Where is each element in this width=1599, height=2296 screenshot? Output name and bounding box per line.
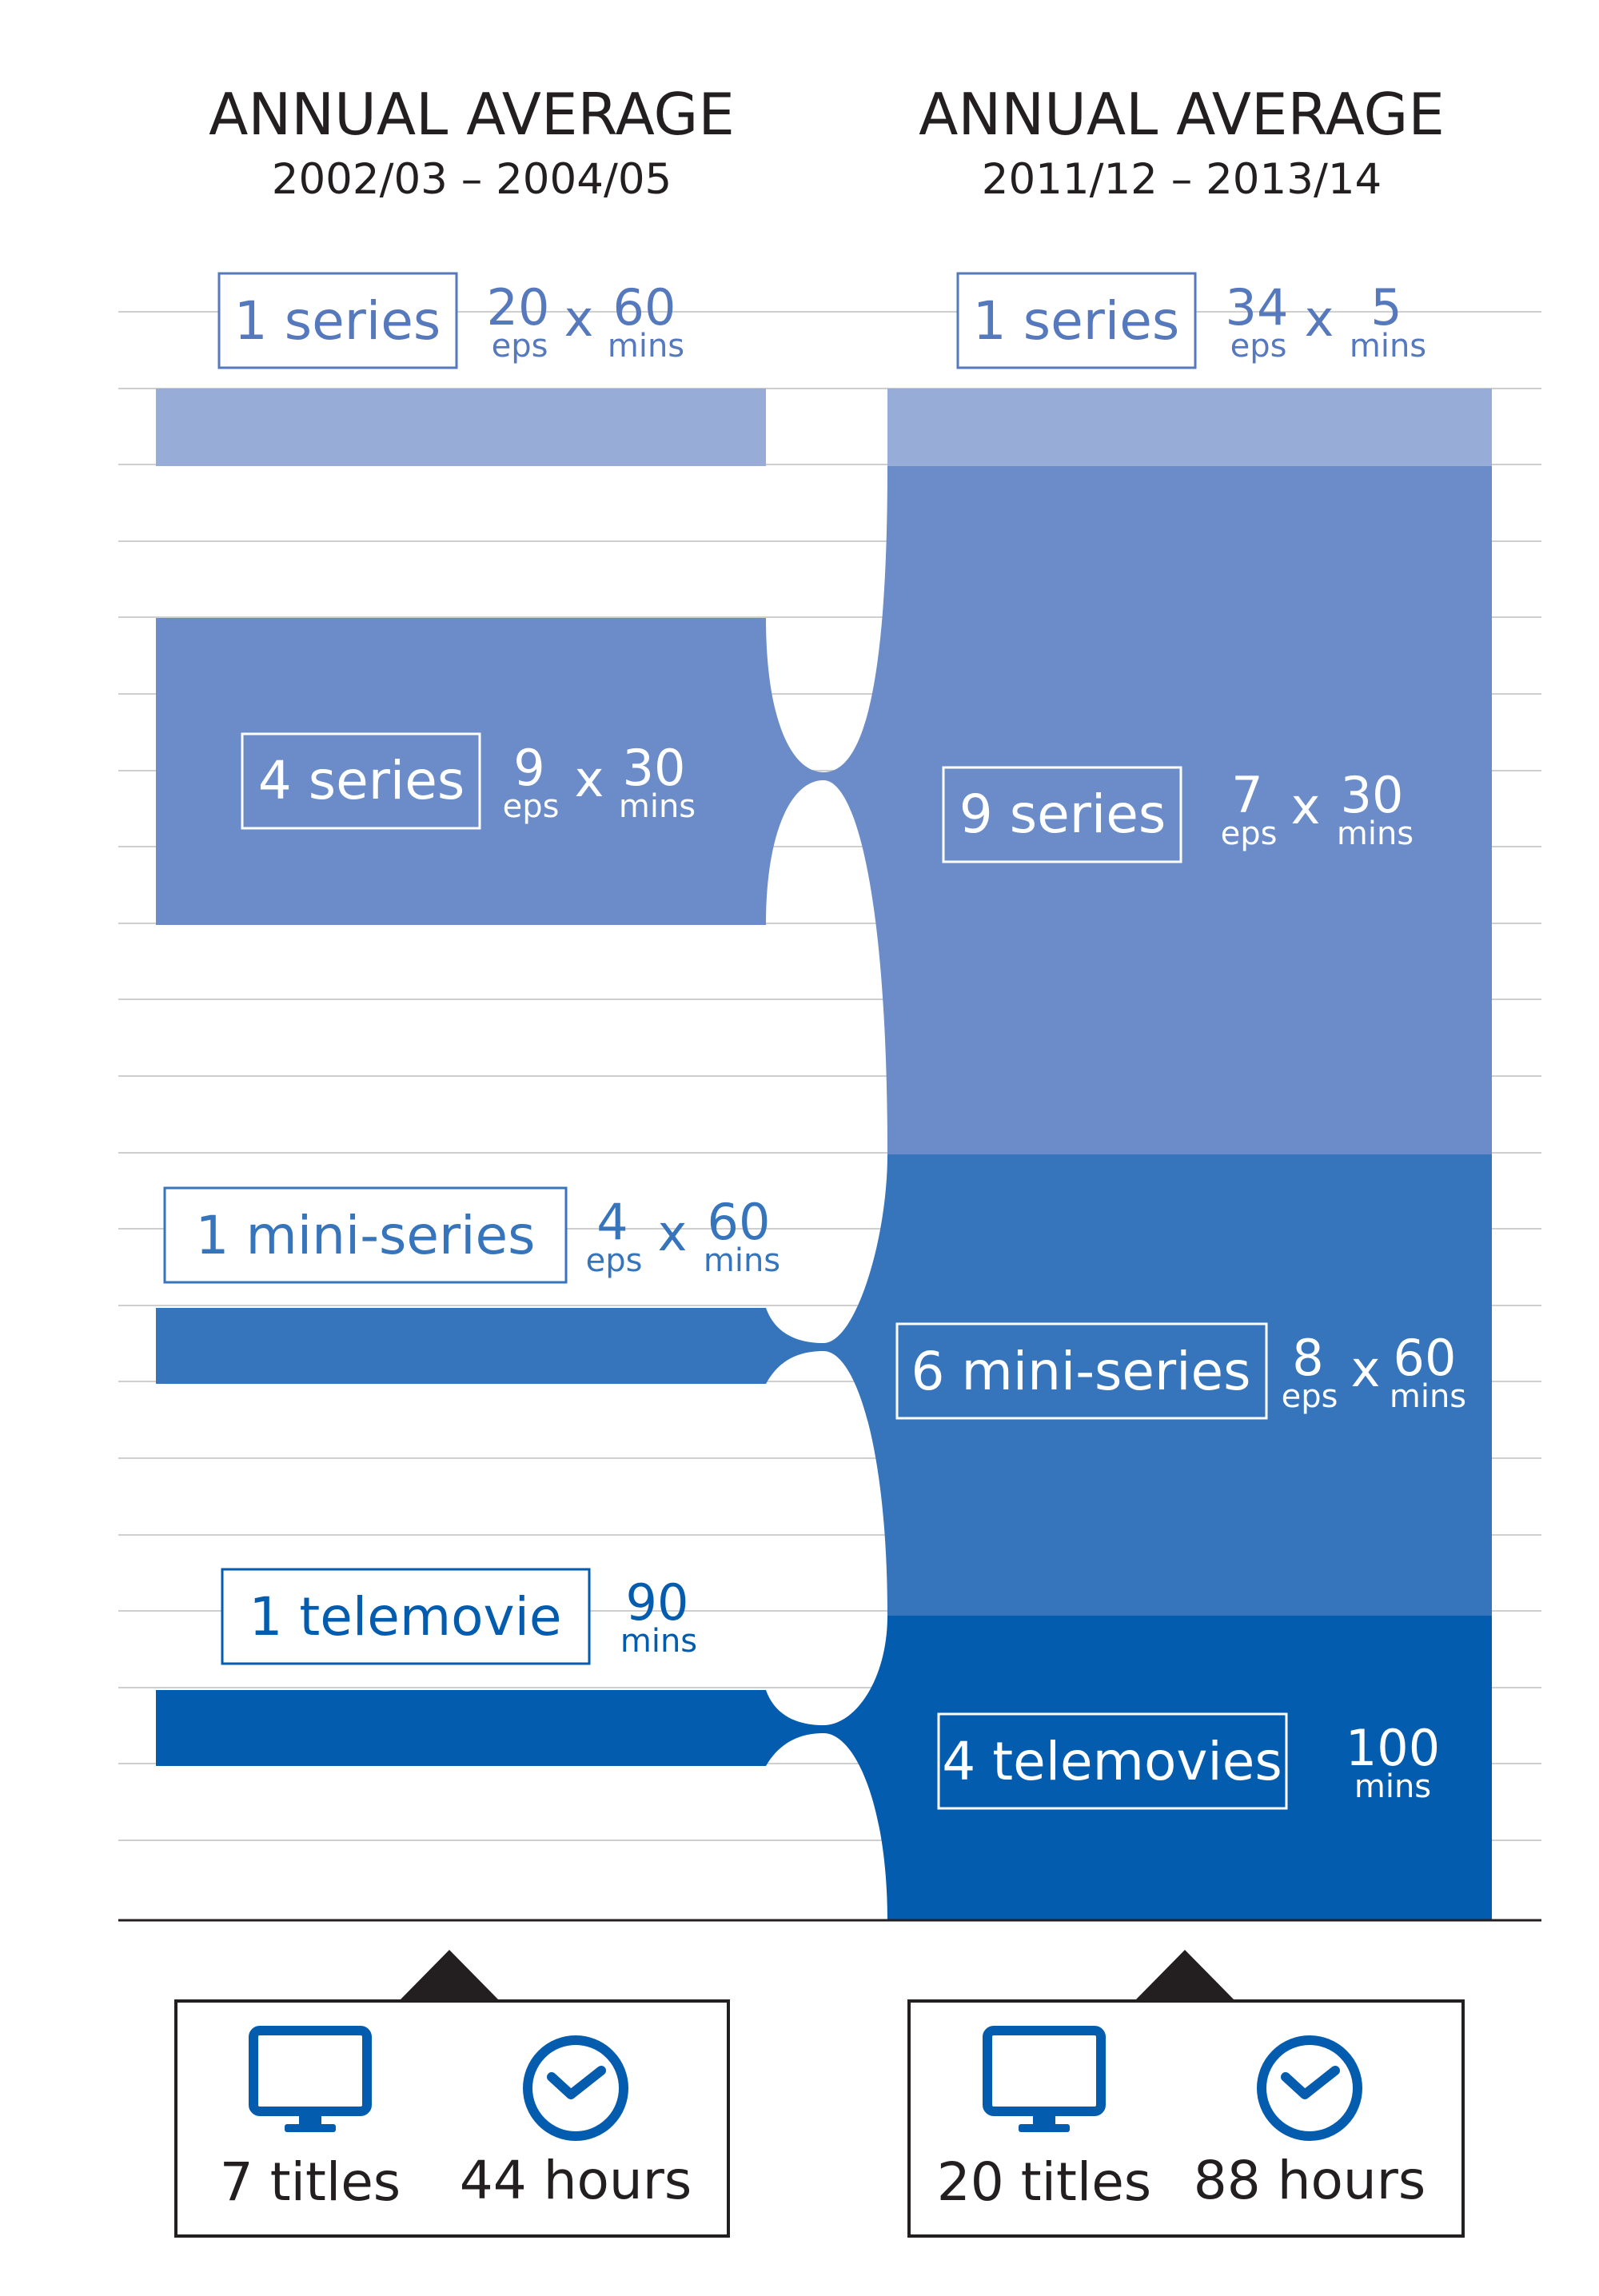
right-header-period: 2011/12 – 2013/14 [982, 155, 1382, 204]
left-series1-eps-num: 20 [487, 278, 550, 337]
left-label-series: 4 series 9 eps x 30 mins [241, 732, 696, 830]
connector-tele [766, 1616, 887, 1920]
right-summary-hours: 88 hours [1194, 2150, 1426, 2211]
left-label-series1-text: 1 series [234, 290, 441, 352]
right-tele-mins-num: 100 [1346, 1719, 1440, 1777]
right-series1-mins-unit: mins [1350, 328, 1426, 365]
right-summary: 20 titles 88 hours [907, 1950, 1465, 2238]
left-header: ANNUAL AVERAGE 2002/03 – 2004/05 [209, 81, 735, 204]
right-header: ANNUAL AVERAGE 2011/12 – 2013/14 [919, 81, 1445, 204]
right-label-series1: 1 series 34 eps x 5 mins [956, 272, 1426, 369]
left-mini-mins-unit: mins [704, 1242, 780, 1279]
left-label-series-text: 4 series [258, 750, 465, 811]
right-label-mini-box [895, 1322, 1268, 1420]
right-label-series1-box [956, 272, 1197, 369]
right-bands [887, 389, 1492, 1920]
right-label-mini-text: 6 mini-series [911, 1341, 1250, 1402]
right-mini-eps-unit: eps [1282, 1378, 1338, 1415]
right-label-tele-box [937, 1712, 1288, 1810]
right-summary-titles: 20 titles [937, 2151, 1151, 2213]
left-series-mins-unit: mins [619, 788, 696, 825]
left-series1-mins-unit: mins [608, 328, 684, 365]
right-band-series [887, 466, 1492, 1154]
tv-monitor-icon [249, 2026, 372, 2132]
connector-series [766, 466, 887, 1154]
left-tele-mins-num: 90 [626, 1573, 689, 1632]
right-mini-eps-num: 8 [1292, 1329, 1323, 1387]
left-series1-mins-num: 60 [613, 278, 676, 337]
left-label-mini-text: 1 mini-series [195, 1205, 535, 1266]
flow-connectors [766, 466, 887, 1920]
right-label-series-box [942, 766, 1182, 863]
right-summary-box [907, 1999, 1465, 2238]
left-label-mini: 1 mini-series 4 eps x 60 mins [163, 1186, 780, 1284]
left-label-series1-box [217, 272, 458, 369]
right-mini-mins-num: 60 [1394, 1329, 1457, 1387]
right-label-series: 9 series 7 eps x 30 mins [942, 766, 1414, 863]
left-summary: 7 titles 44 hours [174, 1950, 730, 2238]
right-label-tele: 4 telemovies 100 mins [937, 1712, 1440, 1810]
left-series-x: x [575, 750, 604, 808]
right-series-mins-num: 30 [1341, 766, 1404, 824]
right-tele-mins-unit: mins [1354, 1768, 1431, 1805]
right-label-tele-text: 4 telemovies [942, 1731, 1282, 1792]
left-tele-mins-unit: mins [620, 1623, 697, 1660]
left-band-mini [156, 1308, 766, 1384]
left-series-eps-num: 9 [513, 739, 544, 797]
connector-mini [766, 1154, 887, 1616]
right-header-title: ANNUAL AVERAGE [919, 81, 1445, 148]
left-summary-box [174, 1999, 730, 2238]
left-label-series1: 1 series 20 eps x 60 mins [217, 272, 684, 369]
triangle-up-icon [1134, 1950, 1235, 2001]
clock-icon [523, 2035, 628, 2141]
left-band-series [156, 618, 766, 925]
right-series1-mins-num: 5 [1370, 278, 1402, 337]
right-label-series1-text: 1 series [973, 290, 1179, 352]
left-mini-mins-num: 60 [708, 1193, 771, 1251]
right-label-mini: 6 mini-series 8 eps x 60 mins [895, 1322, 1466, 1420]
left-label-mini-box [163, 1186, 568, 1284]
left-summary-hours: 44 hours [460, 2150, 692, 2211]
right-band-tele [887, 1616, 1492, 1920]
left-header-title: ANNUAL AVERAGE [209, 81, 735, 148]
left-band-tele [156, 1690, 766, 1766]
right-series-mins-unit: mins [1337, 815, 1414, 852]
left-series1-eps-unit: eps [492, 328, 548, 365]
left-bands [156, 389, 766, 1766]
left-label-series-box [241, 732, 481, 830]
left-mini-eps-unit: eps [586, 1242, 643, 1279]
right-series-eps-unit: eps [1221, 815, 1278, 852]
tv-monitor-icon [983, 2026, 1106, 2132]
left-mini-eps-num: 4 [596, 1193, 628, 1251]
right-series1-eps-num: 34 [1226, 278, 1289, 337]
right-band-mini [887, 1154, 1492, 1616]
left-series-eps-unit: eps [503, 788, 560, 825]
right-band-series1 [887, 389, 1492, 466]
right-series-x: x [1291, 777, 1321, 835]
left-label-tele-text: 1 telemovie [249, 1586, 561, 1648]
triangle-up-icon [399, 1950, 500, 2001]
right-mini-x: x [1351, 1340, 1381, 1398]
left-band-series1 [156, 389, 766, 466]
left-label-tele: 1 telemovie 90 mins [221, 1568, 697, 1665]
left-series-mins-num: 30 [623, 739, 686, 797]
left-header-period: 2002/03 – 2004/05 [272, 155, 672, 204]
right-series1-eps-unit: eps [1230, 328, 1287, 365]
right-mini-mins-unit: mins [1390, 1378, 1466, 1415]
left-summary-titles: 7 titles [220, 2151, 401, 2213]
right-series-eps-num: 7 [1231, 766, 1262, 824]
left-label-tele-box [221, 1568, 591, 1665]
right-series1-x: x [1305, 289, 1334, 348]
clock-icon [1257, 2035, 1362, 2141]
left-mini-x: x [658, 1204, 688, 1262]
left-series1-x: x [564, 289, 594, 348]
right-label-series-text: 9 series [959, 783, 1166, 845]
